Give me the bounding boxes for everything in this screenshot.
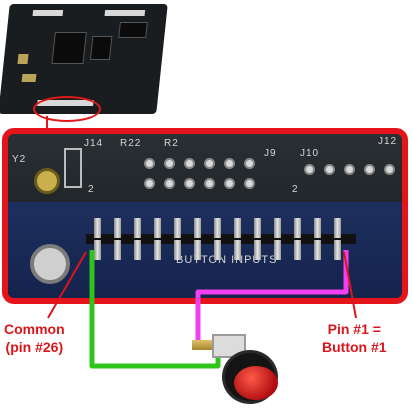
via bbox=[204, 178, 215, 189]
silk-j12: J12 bbox=[378, 136, 398, 147]
via bbox=[224, 178, 235, 189]
header-pin bbox=[194, 218, 201, 238]
via bbox=[204, 158, 215, 169]
header-pin bbox=[334, 218, 341, 238]
pcb-upper-area bbox=[8, 134, 402, 206]
button-solder-lug bbox=[192, 340, 214, 350]
header-pin bbox=[114, 218, 121, 238]
header-pin bbox=[94, 218, 101, 238]
header-pin bbox=[254, 218, 261, 238]
highlight-ellipse bbox=[33, 96, 101, 122]
header-pin bbox=[274, 218, 281, 238]
header-base bbox=[86, 234, 356, 244]
common-pointer-arrow bbox=[47, 251, 87, 319]
silk-pin-two-left: 2 bbox=[88, 184, 95, 195]
pin-pointer-arrow bbox=[343, 251, 357, 319]
via bbox=[224, 158, 235, 169]
jumper-footprint bbox=[64, 148, 82, 188]
via bbox=[344, 164, 355, 175]
via bbox=[324, 164, 335, 175]
header-pin bbox=[174, 218, 181, 238]
via bbox=[244, 158, 255, 169]
common-label-line2: (pin #26) bbox=[5, 339, 64, 355]
pin-label-line2: Button #1 bbox=[322, 339, 387, 355]
via bbox=[144, 178, 155, 189]
header-pin bbox=[154, 240, 161, 260]
silk-button-inputs: BUTTON INPUTS bbox=[176, 254, 278, 266]
crystal-pad bbox=[34, 168, 60, 194]
header-pin bbox=[234, 240, 241, 260]
header-pin bbox=[114, 240, 121, 260]
via bbox=[144, 158, 155, 169]
silk-y2: Y2 bbox=[12, 154, 27, 165]
header-pin bbox=[94, 240, 101, 260]
silk-pin-two-right: 2 bbox=[292, 184, 299, 195]
push-button-cap bbox=[234, 366, 278, 400]
mounting-hole bbox=[30, 244, 70, 284]
via bbox=[164, 158, 175, 169]
callout-connector bbox=[46, 116, 48, 130]
header-pin bbox=[294, 218, 301, 238]
header-pin bbox=[134, 218, 141, 238]
common-label-line1: Common bbox=[4, 321, 65, 337]
via bbox=[244, 178, 255, 189]
pin-label: Pin #1 = Button #1 bbox=[322, 320, 387, 356]
common-label: Common (pin #26) bbox=[4, 320, 65, 356]
header-pin bbox=[294, 240, 301, 260]
silk-r2: R2 bbox=[164, 138, 179, 149]
header-pin bbox=[174, 240, 181, 260]
header-pin bbox=[334, 240, 341, 260]
via bbox=[184, 158, 195, 169]
header-pin bbox=[154, 218, 161, 238]
header-pin bbox=[134, 240, 141, 260]
pin-label-line1: Pin #1 = bbox=[327, 321, 381, 337]
header-pin bbox=[234, 218, 241, 238]
header-pin bbox=[194, 240, 201, 260]
silk-r22: R22 bbox=[120, 138, 142, 149]
silk-j9: J9 bbox=[264, 148, 277, 159]
header-pin bbox=[274, 240, 281, 260]
header-closeup-photo: J14 R22 R2 J9 J10 Y2 J12 2 2 BUTTON INPU… bbox=[2, 128, 408, 304]
via bbox=[164, 178, 175, 189]
header-pin bbox=[254, 240, 261, 260]
header-pin bbox=[314, 218, 321, 238]
via bbox=[364, 164, 375, 175]
silk-j10: J10 bbox=[300, 148, 320, 159]
via bbox=[184, 178, 195, 189]
header-pin bbox=[214, 218, 221, 238]
silk-j14: J14 bbox=[84, 138, 104, 149]
header-pin bbox=[314, 240, 321, 260]
via bbox=[304, 164, 315, 175]
header-pin bbox=[214, 240, 221, 260]
via bbox=[384, 164, 395, 175]
button-wire-magenta bbox=[195, 250, 349, 340]
